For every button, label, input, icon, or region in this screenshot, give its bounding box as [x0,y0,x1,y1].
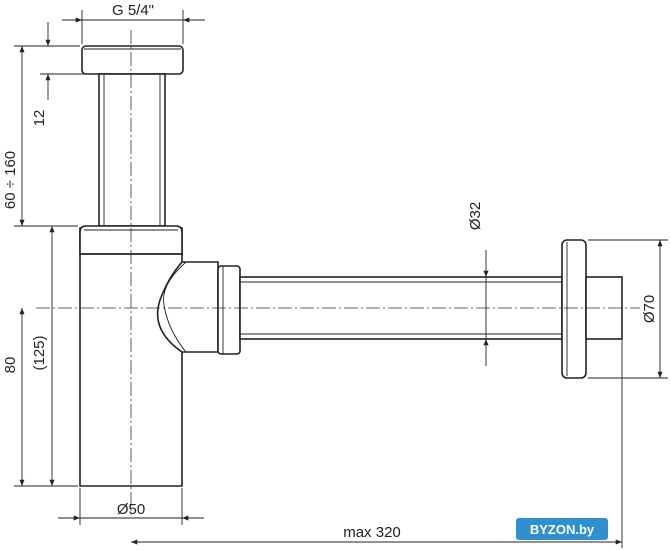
label-height-80: 80 [2,357,19,374]
watermark-text: BYZON.by [530,522,595,537]
wall-rosette [561,239,587,379]
label-thread: G 5/4" [112,2,154,19]
label-cap-height: 12 [31,110,48,127]
label-max-length: max 320 [343,524,401,541]
extension-lines [14,10,668,548]
label-height-range: 60 ÷ 160 [2,151,19,209]
label-diameter-70: Ø70 [641,295,658,323]
dimension-lines [19,17,663,545]
center-lines [36,30,640,515]
top-cap [81,45,184,75]
label-diameter-32: Ø32 [467,202,484,230]
siphon-outline [79,45,623,487]
watermark-background [516,518,608,540]
union-nut [217,265,241,355]
label-height-125: (125) [31,335,48,370]
dimension-labels: G 5/4" 12 60 ÷ 160 80 (125) Ø50 Ø32 Ø70 … [2,2,658,541]
inlet-pipe [98,73,166,227]
label-diameter-50: Ø50 [117,501,145,518]
watermark: BYZON.by [516,518,608,540]
outlet-elbow [156,261,219,353]
